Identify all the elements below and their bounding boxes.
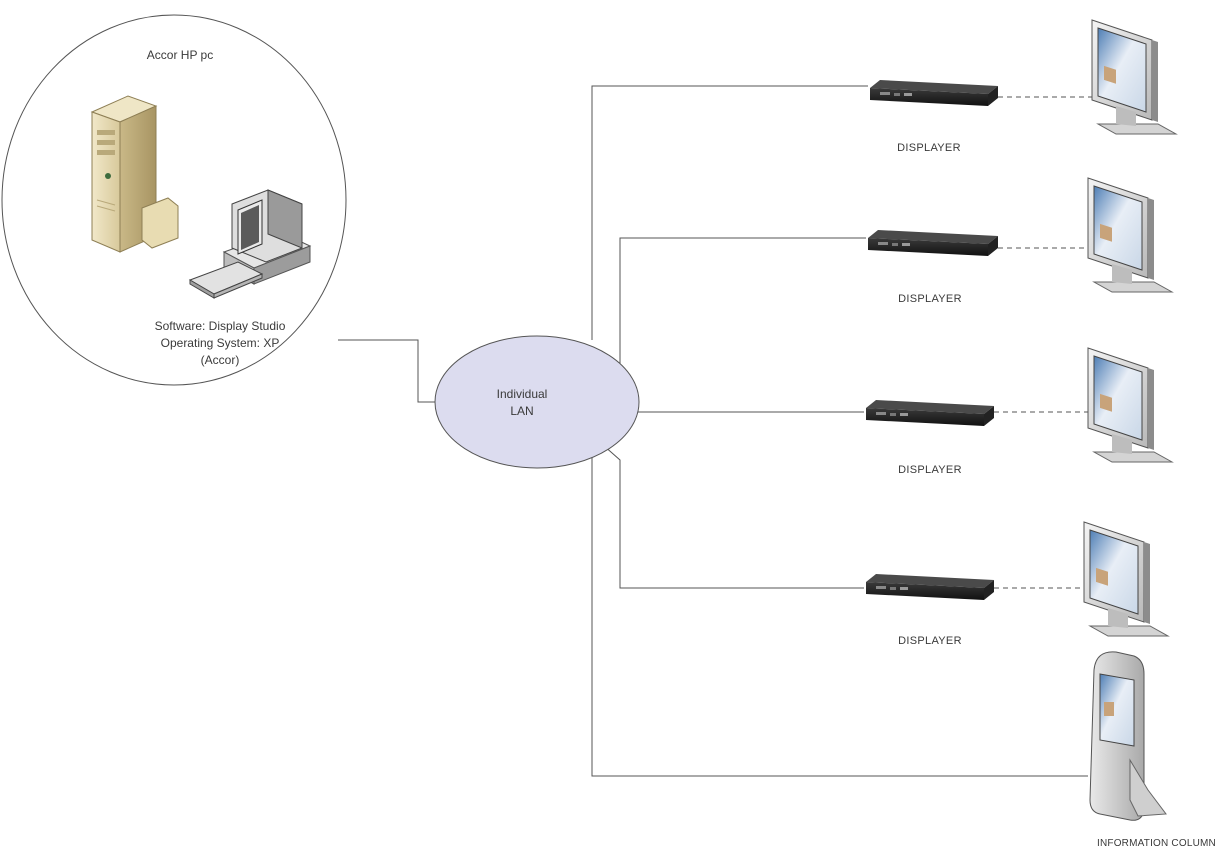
lan-to-column-link [591,452,1088,777]
keyboard-icon [188,261,264,299]
lcd-monitor-icon [1091,19,1178,135]
lan-to-displayer-4-link [602,444,864,589]
pc-group [1,14,347,386]
pc-to-lan-link [338,339,436,403]
media-player-box-icon [868,230,998,256]
lan-to-displayer-2-link [619,237,866,370]
lcd-monitor-icon [1083,521,1170,637]
monitor-3 [1087,347,1174,463]
lcd-monitor-icon [1087,347,1174,463]
displayer-label-4: DISPLAYER [898,635,962,647]
pc-circle [1,14,347,386]
monitor-2 [1087,177,1174,293]
lan-to-displayer-1-link [591,85,868,340]
displayer-3 [866,400,994,426]
displayer-label-2: DISPLAYER [898,293,962,305]
pc-title: Accor HP pc [146,48,214,62]
desktop-computer-icon [188,189,312,299]
pc-owner-line: (Accor) [200,353,240,367]
lan-ellipse [434,335,640,469]
displayer-2 [868,230,998,256]
lan-label-line1: Individual [496,387,548,401]
video-links [994,96,1092,589]
pc-software-line: Software: Display Studio [154,319,286,333]
information-kiosk-icon [1089,651,1167,821]
information-column-label: INFORMATION COLUMN [1097,838,1216,849]
media-player-box-icon [870,80,998,106]
lan-label-line2: LAN [510,404,534,418]
network-links [338,85,1088,777]
pc-os-line: Operating System: XP [160,336,280,350]
lcd-monitor-icon [1087,177,1174,293]
displayer-1 [870,80,998,106]
displayer-label-3: DISPLAYER [898,464,962,476]
media-player-box-icon [866,574,994,600]
lan-label: Individual LAN [497,386,548,420]
displayer-label-1: DISPLAYER [897,142,961,154]
displayer-4 [866,574,994,600]
monitor-1 [1091,19,1178,135]
server-tower-icon [90,95,179,253]
monitor-4 [1083,521,1170,637]
pc-description: Software: Display Studio Operating Syste… [155,318,286,369]
media-player-box-icon [866,400,994,426]
